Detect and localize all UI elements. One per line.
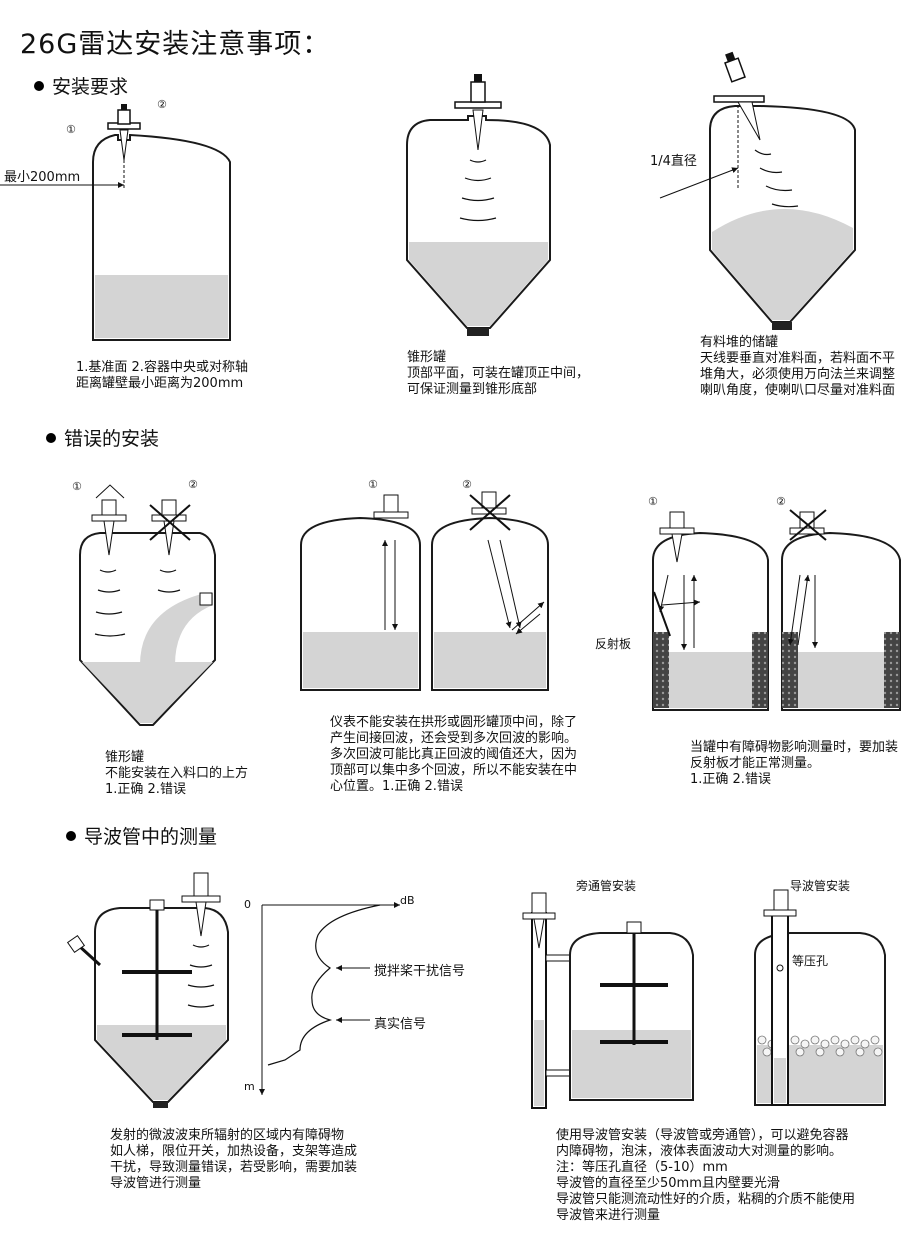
reflector-label: 反射板	[595, 637, 632, 651]
tank-1-flat-bottom	[0, 104, 231, 341]
guide-pipe-agitator-tank	[66, 872, 400, 1108]
marker-1: ①	[648, 495, 658, 508]
quarter-diameter-label: 1/4直径	[650, 154, 697, 169]
marker-1: ①	[72, 480, 82, 493]
axis-m-label: m	[244, 1080, 255, 1093]
group3-caption: 当罐中有障碍物影响测量时，要加装 反射板才能正常测量。 1.正确 2.错误	[690, 740, 899, 787]
bullet-icon	[34, 80, 44, 91]
bypass-title: 旁通管安装	[576, 879, 637, 893]
bypass-pipe-tank	[522, 892, 694, 1109]
section-wrong-install: 错误的安装	[46, 424, 159, 451]
axis-zero-label: 0	[244, 898, 251, 911]
section-label: 错误的安装	[64, 428, 160, 450]
section-install-requirements: 安装要求	[34, 72, 128, 99]
tank1-caption: 1.基准面 2.容器中央或对称轴 距离罐壁最小距离为200mm	[76, 360, 248, 391]
marker-2: ②	[188, 478, 198, 491]
left-caption: 发射的微波波束所辐射的区域内有障碍物 如人梯，限位开关，加热设备，支架等造成 干…	[110, 1128, 358, 1191]
bullet-icon	[66, 830, 76, 841]
agitator-signal-label: 搅拌桨干扰信号	[374, 964, 466, 979]
section-label: 导波管中的测量	[84, 826, 218, 848]
axis-db-label: dB	[400, 894, 415, 907]
section-guide-pipe: 导波管中的测量	[66, 822, 217, 849]
tank3-caption: 有料堆的储罐 天线要垂直对准料面，若料面不平 堆角大，必须使用万向法兰来调整 喇…	[700, 335, 896, 398]
page-title: 26G雷达安装注意事项：	[20, 29, 331, 60]
bullet-icon	[46, 432, 56, 443]
marker-1: ①	[368, 478, 378, 491]
real-signal-label: 真实信号	[374, 1017, 427, 1032]
wrong-install-arch-tanks	[300, 491, 549, 691]
min-distance-label: 最小200mm	[4, 170, 81, 185]
marker-2: ②	[776, 495, 786, 508]
tank-2-cone	[406, 74, 551, 336]
group2-caption: 仪表不能安装在拱形或圆形罐顶中间，除了 产生间接回波，还会受到多次回波的影响。 …	[330, 715, 578, 794]
wrong-install-cone-tank	[79, 484, 216, 726]
wrong-install-reflector-tanks	[652, 509, 901, 711]
pressure-hole-label: 等压孔	[792, 954, 829, 968]
section-label: 安装要求	[52, 76, 129, 98]
group1-caption: 锥形罐 不能安装在入料口的上方 1.正确 2.错误	[105, 750, 249, 797]
guide-pipe-tank	[754, 889, 886, 1106]
marker-1: ①	[66, 123, 76, 136]
marker-2: ②	[157, 98, 167, 111]
tank-3-material-pile	[659, 51, 856, 330]
marker-2: ②	[462, 478, 472, 491]
guide-title: 导波管安装	[790, 879, 851, 893]
right-caption: 使用导波管安装（导波管或旁通管），可以避免容器 内障碍物，泡沫，液体表面波动大对…	[556, 1128, 856, 1223]
tank2-caption: 锥形罐 顶部平面，可装在罐顶正中间， 可保证测量到锥形底部	[407, 350, 590, 397]
